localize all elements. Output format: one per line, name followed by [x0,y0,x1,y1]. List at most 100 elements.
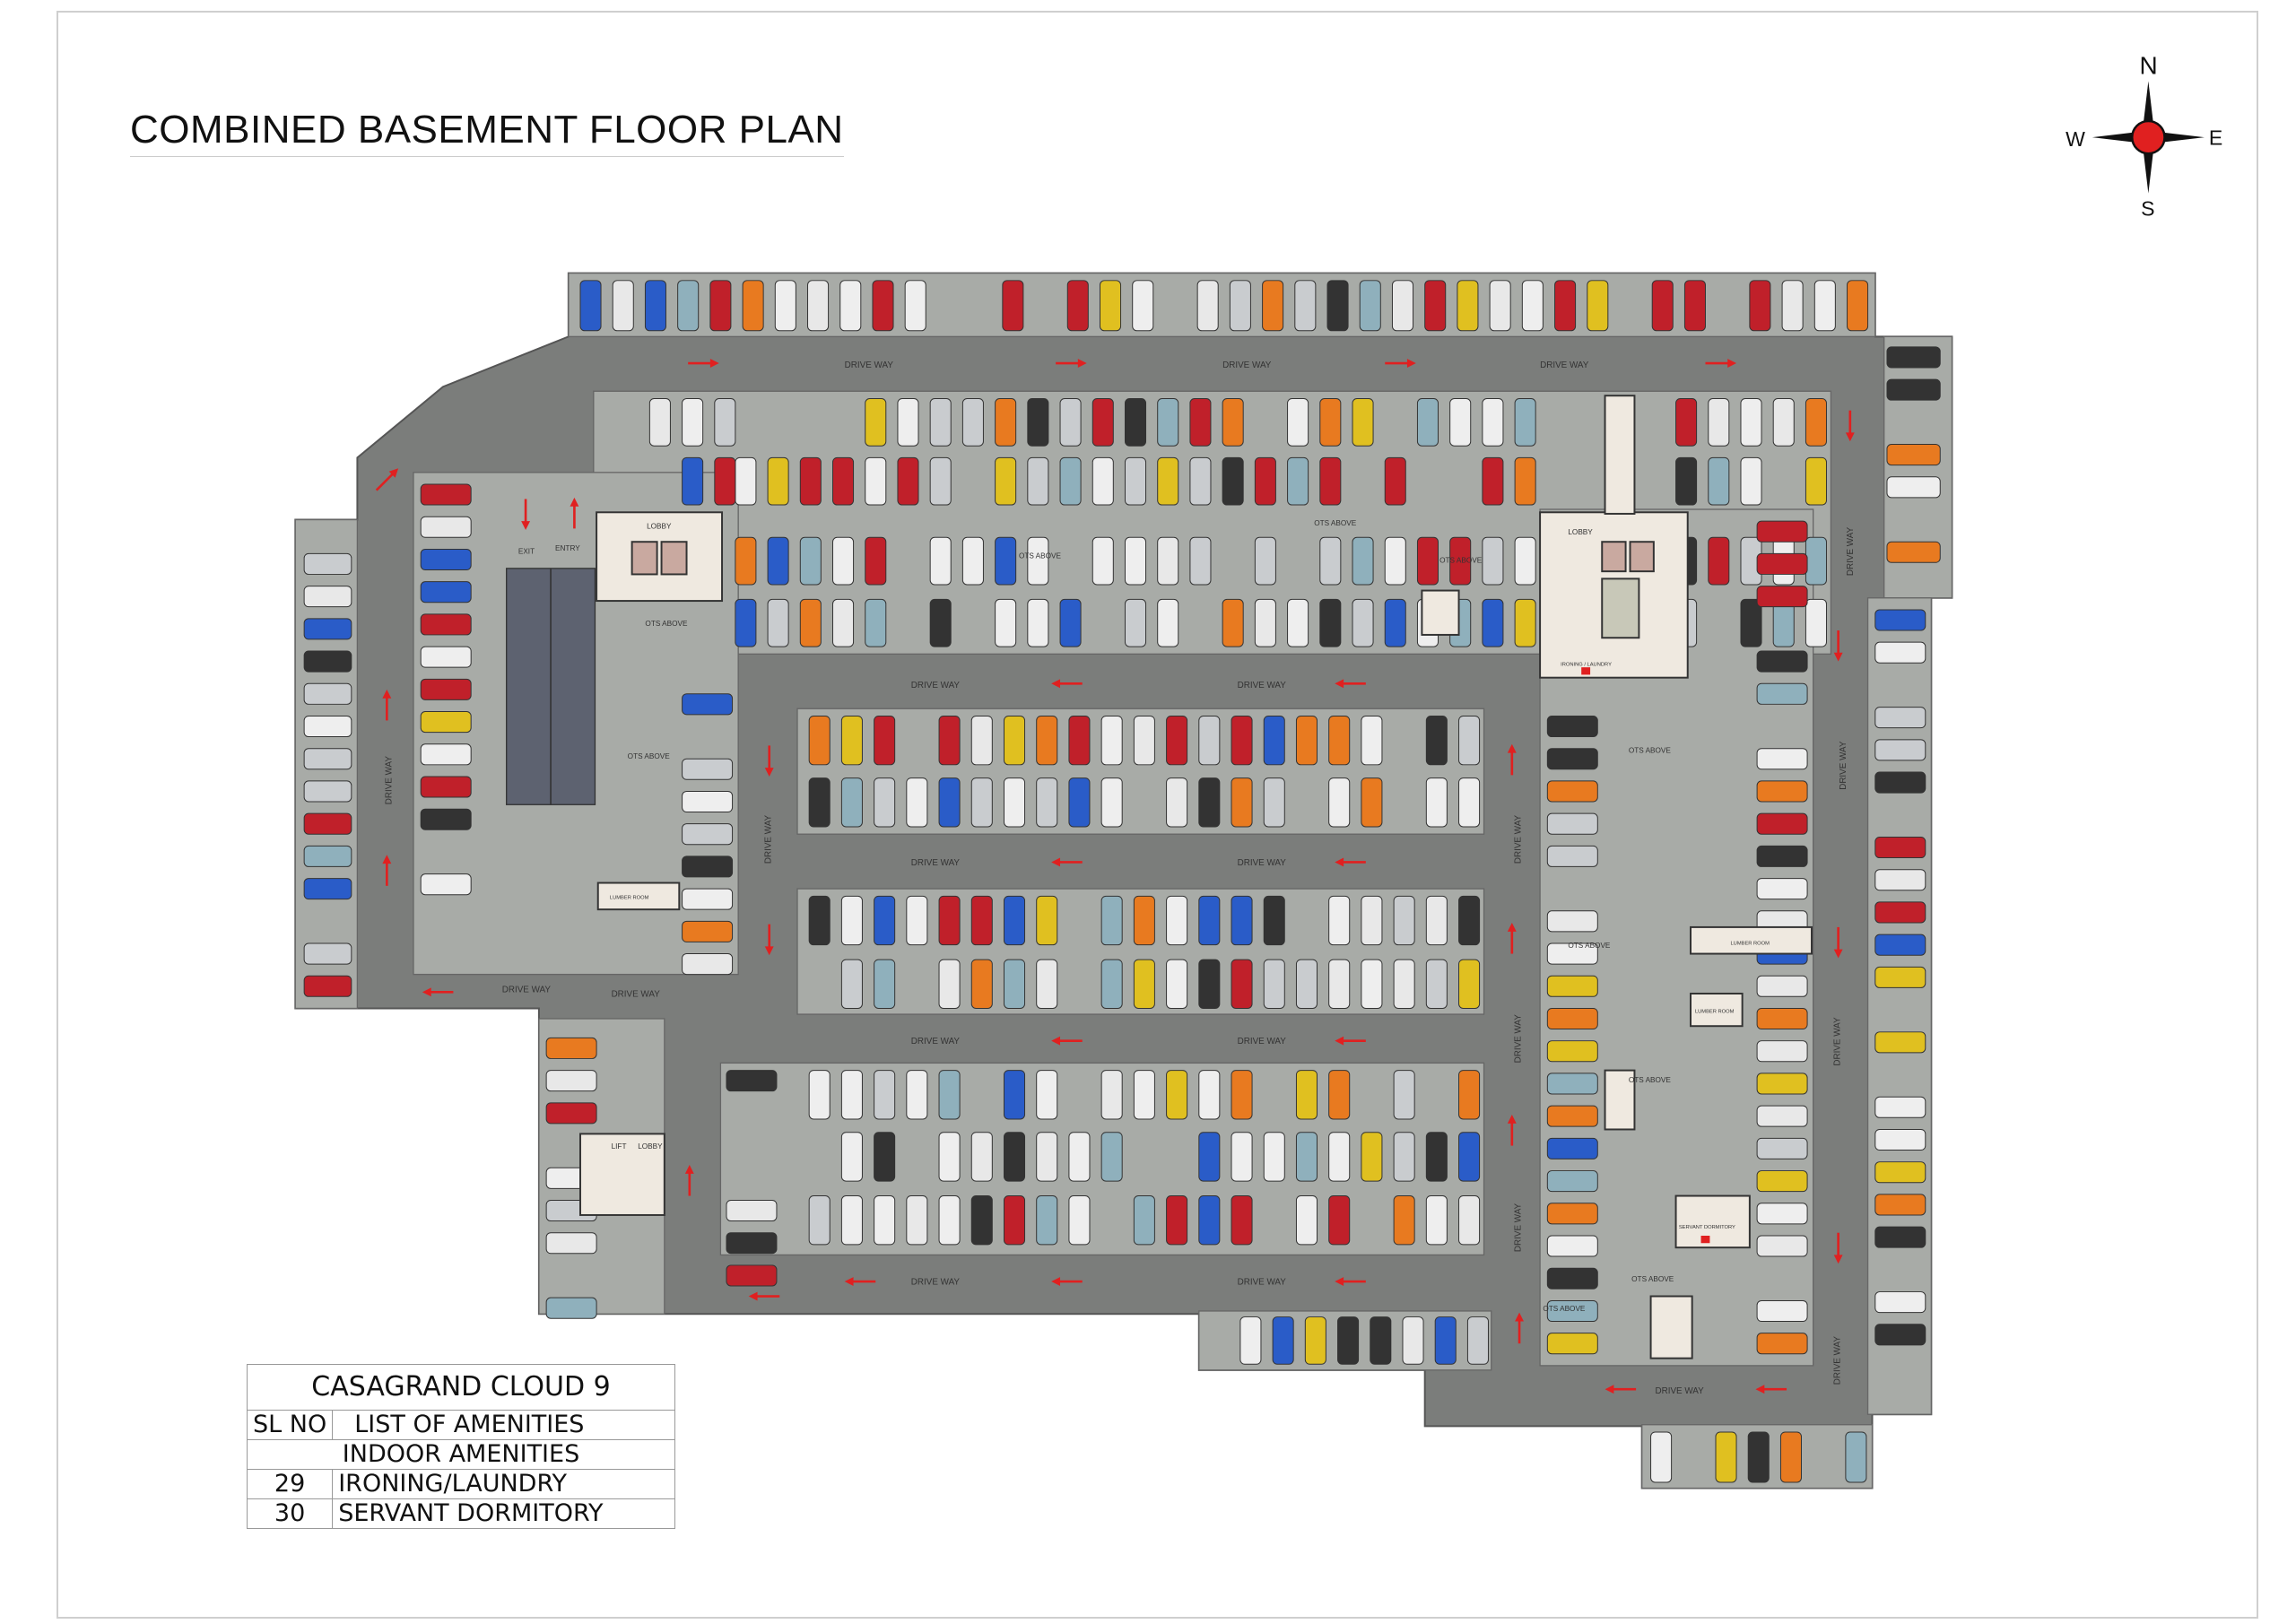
car [840,1195,863,1246]
car [897,398,919,447]
car [1100,280,1122,332]
servant-dormitory-room [1649,1295,1693,1359]
lumber-room-label: LUMBER ROOM [1695,1009,1735,1014]
stair-core [1601,578,1640,639]
car [1874,1194,1926,1216]
car [1393,1132,1415,1182]
car [1874,836,1926,859]
car [1458,715,1481,766]
car [840,1070,863,1120]
car [1359,280,1381,332]
car [1393,959,1415,1009]
car [1886,346,1941,369]
car [1546,1040,1598,1063]
car [872,280,894,332]
car [1036,777,1058,828]
car [1886,476,1941,499]
car [1068,715,1091,766]
car [1003,1132,1026,1182]
car [1059,598,1082,647]
car [303,682,352,705]
car [840,959,863,1009]
car [303,878,352,900]
compass-west: W [2066,127,2085,151]
car [1231,777,1253,828]
car [1425,1195,1448,1246]
car [1295,959,1318,1009]
direction-arrow-icon [1833,926,1843,959]
drive-way-label: DRIVE WAY [845,360,894,370]
car [1328,777,1351,828]
car [1756,1235,1808,1257]
car [1425,895,1448,946]
car [682,823,734,846]
car [995,536,1017,586]
ots-above-label: OTS ABOVE [1019,551,1062,560]
car [420,711,472,734]
car [1002,280,1024,332]
car [1740,598,1762,647]
car [1546,1203,1598,1225]
north-compass: N S E W [2066,51,2222,220]
car [1198,895,1221,946]
car [1458,1132,1481,1182]
car [1027,598,1049,647]
car [1546,1105,1598,1127]
car [1874,707,1926,729]
car [420,776,472,798]
car [1066,280,1089,332]
car [1675,398,1698,447]
car [970,895,993,946]
car [1222,398,1244,447]
direction-arrow-icon [1385,359,1416,368]
car [1546,975,1598,997]
car [1756,748,1808,770]
car [1319,456,1342,506]
drive-way-label: DRIVE WAY [1514,814,1524,864]
car [545,1102,597,1125]
car [1756,1073,1808,1095]
car [1328,895,1351,946]
car [1100,715,1123,766]
car [1546,748,1598,770]
direction-arrow-icon [1335,1277,1366,1286]
drive-way-label: DRIVE WAY [1839,741,1848,790]
car [840,777,863,828]
car [1805,598,1827,647]
direction-arrow-icon [1755,1385,1787,1394]
car [906,1070,928,1120]
car [1059,456,1082,506]
car [1546,1235,1598,1257]
car [644,280,666,332]
car [1489,280,1511,332]
car [1189,456,1212,506]
exit-label: EXIT [518,547,535,555]
car [799,456,822,506]
car [938,895,961,946]
direction-arrow-icon [375,468,399,491]
car [897,456,919,506]
car [682,920,734,942]
car [1198,1132,1221,1182]
car [1756,975,1808,997]
car [874,959,896,1009]
car [682,790,734,812]
car [1457,280,1479,332]
drive-way-label: DRIVE WAY [1238,858,1287,868]
car [840,715,863,766]
ots-above-label: OTS ABOVE [628,752,671,760]
lobby-label: LOBBY [1568,528,1593,536]
car [714,398,736,447]
direction-arrow-icon [1335,857,1366,867]
car [767,598,789,647]
car [1384,456,1406,506]
lift [631,541,658,576]
direction-arrow-icon [764,924,774,956]
car [1384,598,1406,647]
drive-way-label: DRIVE WAY [1846,526,1856,576]
car [303,748,352,770]
car [735,536,757,586]
lumber-room [1604,1069,1636,1131]
car [1756,1203,1808,1225]
car [1198,1070,1221,1120]
